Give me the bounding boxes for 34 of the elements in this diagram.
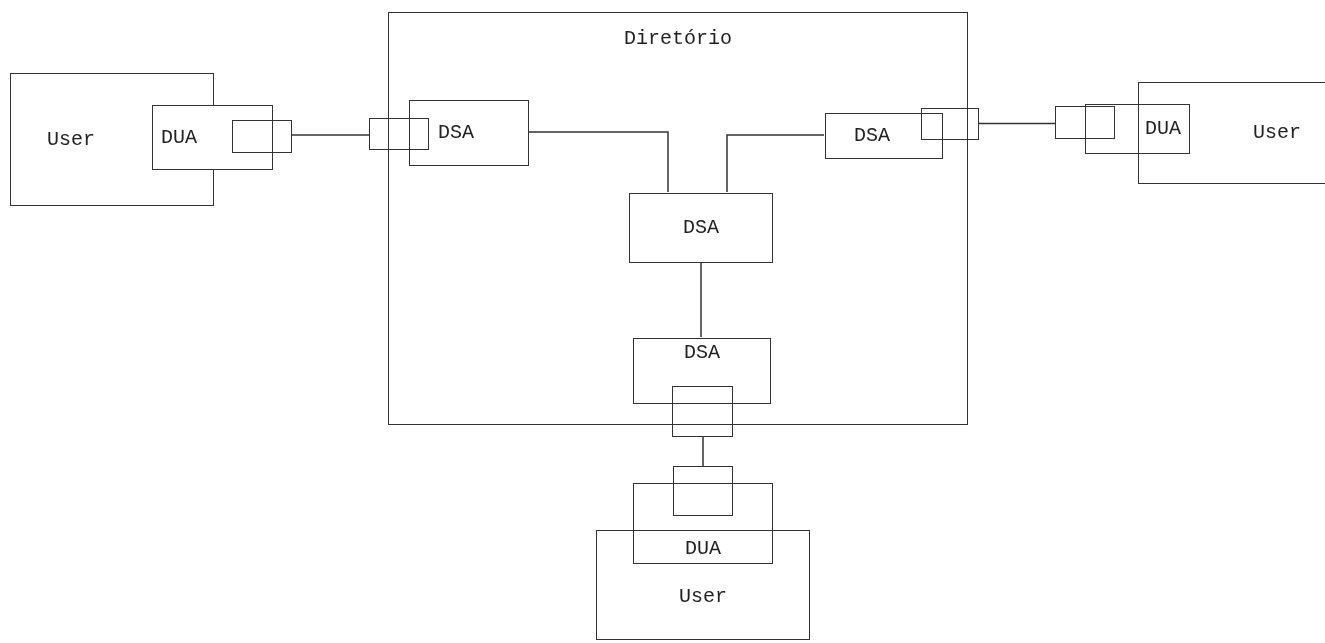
node-label: DSA — [854, 126, 890, 146]
dsa-box — [629, 193, 773, 263]
connector-line — [527, 131, 669, 193]
dsa-box — [633, 338, 771, 404]
node-label: DUA — [161, 127, 197, 148]
connector-line — [291, 134, 370, 136]
port-box — [232, 120, 292, 153]
directory-box — [388, 12, 968, 425]
port-box — [921, 108, 979, 140]
node-label: Diretório — [624, 29, 732, 49]
dua-box — [633, 483, 773, 564]
dua-box — [1085, 104, 1190, 154]
node-label: User — [679, 587, 727, 607]
user-box — [10, 73, 214, 206]
port-box — [673, 466, 733, 516]
node-label: User — [1253, 123, 1301, 143]
connector-line — [700, 261, 702, 338]
connector-line — [978, 122, 1056, 125]
user-box — [596, 530, 810, 640]
user-box — [1138, 82, 1325, 184]
port-box — [672, 386, 733, 437]
node-label: User — [47, 129, 95, 150]
node-label: DUA — [1145, 119, 1181, 139]
port-box — [369, 118, 429, 150]
dua-box — [152, 105, 273, 170]
connector-line — [702, 436, 704, 467]
node-label: DSA — [683, 218, 719, 238]
node-label: DSA — [684, 343, 720, 363]
node-label: DUA — [685, 539, 721, 559]
connector-line — [726, 134, 825, 193]
dsa-box — [409, 100, 529, 166]
dsa-box — [825, 113, 943, 159]
port-box — [1055, 106, 1115, 139]
node-label: DSA — [438, 123, 474, 143]
